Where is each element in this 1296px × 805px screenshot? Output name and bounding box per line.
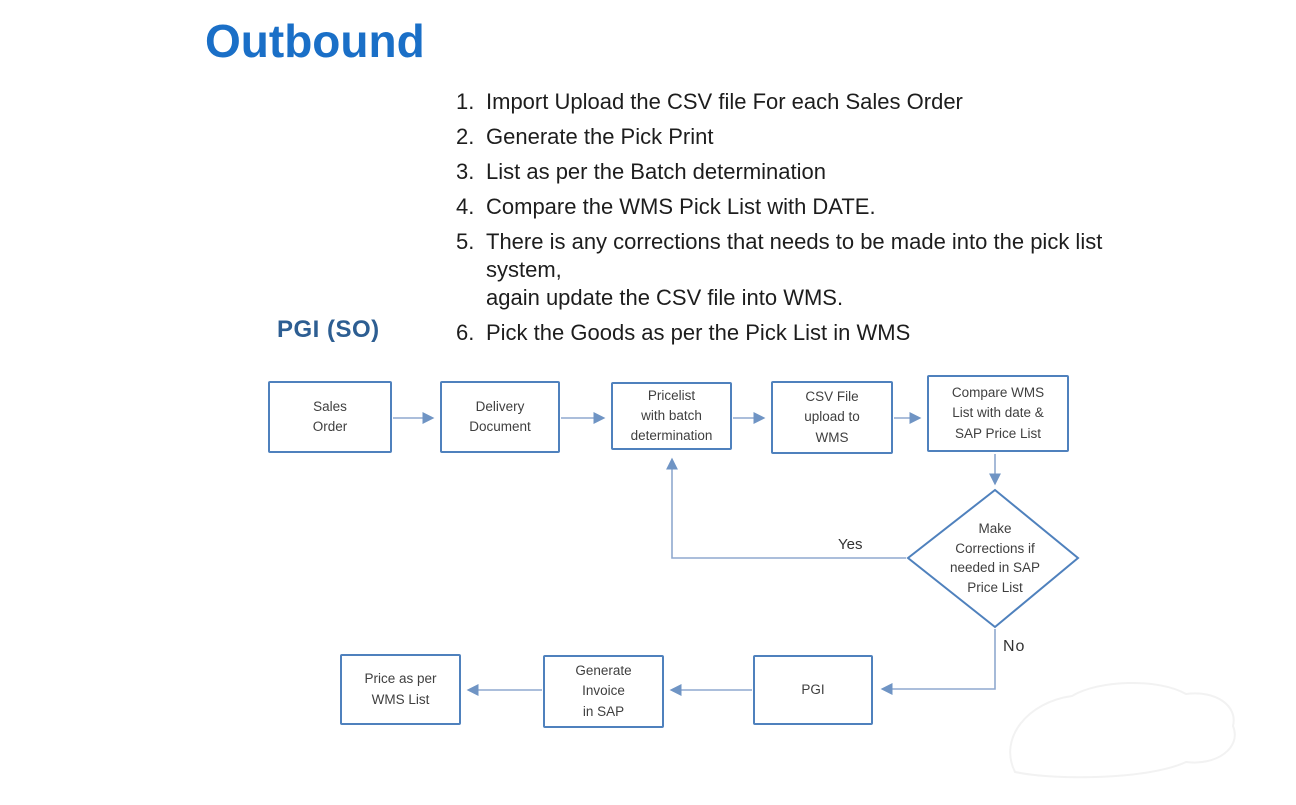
section-label-pgi-so: PGI (SO) xyxy=(277,316,380,343)
list-item: 6. Pick the Goods as per the Pick List i… xyxy=(456,319,1176,347)
list-item: 5. There is any corrections that needs t… xyxy=(456,228,1176,312)
list-item-text: system, xyxy=(486,257,562,282)
node-csv-file-upload: CSV File upload to WMS xyxy=(771,381,893,454)
edge-decision-no-to-pgi xyxy=(880,629,996,695)
list-item-number: 1. xyxy=(456,89,475,114)
page-title: Outbound xyxy=(205,15,425,67)
decision-label: Make Corrections if needed in SAP Price … xyxy=(949,521,1041,595)
list-item-text: List as per the Batch determination xyxy=(486,159,826,184)
node-generate-invoice: Generate Invoice in SAP xyxy=(543,655,664,728)
list-item: 1. Import Upload the CSV file For each S… xyxy=(456,88,1176,116)
list-item-number: 3. xyxy=(456,159,475,184)
edge-label-yes: Yes xyxy=(838,536,863,553)
list-item-text: Generate the Pick Print xyxy=(486,124,714,149)
list-item-text: Pick the Goods as per the Pick List in W… xyxy=(486,320,911,345)
node-delivery-document: Delivery Document xyxy=(440,381,560,453)
list-item-text: Import Upload the CSV file For each Sale… xyxy=(486,89,963,114)
edge-decision-yes-to-pricelist xyxy=(666,457,906,559)
list-item: 2. Generate the Pick Print xyxy=(456,123,1176,151)
list-item-number: 4. xyxy=(456,194,475,219)
edge-label-no: No xyxy=(1003,638,1026,655)
list-item-number: 5. xyxy=(456,229,475,254)
list-item: 4. Compare the WMS Pick List with DATE. xyxy=(456,193,1176,221)
list-item-text: again update the CSV file into WMS. xyxy=(486,285,844,310)
watermark xyxy=(1009,682,1236,779)
node-price-as-per-wms: Price as per WMS List xyxy=(340,654,461,725)
decision-diamond xyxy=(906,488,1080,629)
node-sales-order: Sales Order xyxy=(268,381,392,453)
steps-list: 1. Import Upload the CSV file For each S… xyxy=(456,88,1176,354)
list-item-number: 6. xyxy=(456,320,475,345)
node-compare-wms-list: Compare WMS List with date & SAP Price L… xyxy=(927,375,1069,452)
node-pgi: PGI xyxy=(753,655,873,725)
list-item-text: There is any corrections that needs to b… xyxy=(486,229,1103,254)
list-item: 3. List as per the Batch determination xyxy=(456,158,1176,186)
list-item-number: 2. xyxy=(456,124,475,149)
list-item-text: Compare the WMS Pick List with DATE. xyxy=(486,194,876,219)
node-pricelist-batch-determination: Pricelist with batch determination xyxy=(611,382,732,450)
